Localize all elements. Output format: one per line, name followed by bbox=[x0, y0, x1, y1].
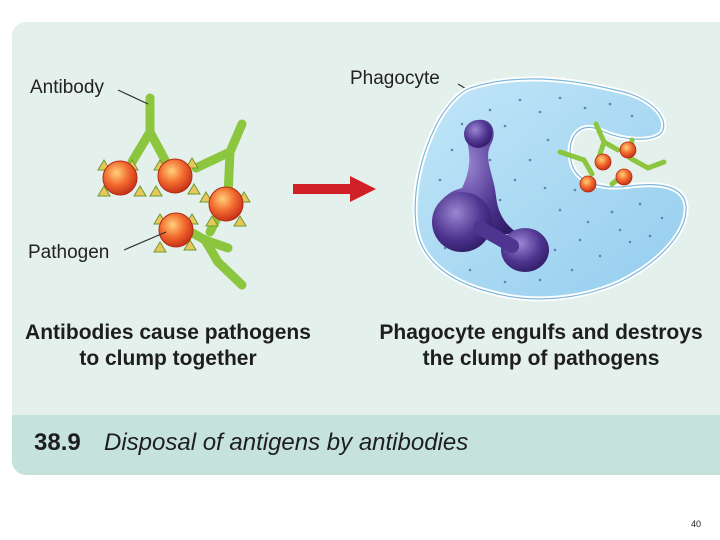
phagocyte-cell bbox=[412, 76, 689, 302]
phagocyte-label: Phagocyte bbox=[350, 68, 440, 89]
pathogen-leader-line bbox=[123, 231, 167, 251]
page-number: 40 bbox=[691, 519, 702, 529]
caption-bar bbox=[12, 415, 720, 475]
left-description-line-1: Antibodies cause pathogens bbox=[25, 321, 311, 344]
left-description: Antibodies cause pathogens to clump toge… bbox=[16, 320, 320, 372]
right-description: Phagocyte engulfs and destroys the clump… bbox=[368, 320, 714, 372]
engulfed-clump bbox=[557, 121, 667, 193]
right-description-line-2: the clump of pathogens bbox=[422, 347, 660, 370]
figure-number: 38.9 bbox=[34, 429, 81, 456]
antibody-label: Antibody bbox=[30, 77, 104, 98]
figure-title: Disposal of antigens by antibodies bbox=[104, 429, 469, 456]
phagocyte-nucleus bbox=[432, 119, 549, 272]
right-description-line-1: Phagocyte engulfs and destroys bbox=[379, 321, 703, 344]
pathogen-label: Pathogen bbox=[28, 242, 110, 263]
antibody-leader-line bbox=[117, 89, 149, 105]
pathogen bbox=[153, 212, 199, 253]
pathogen bbox=[97, 159, 147, 197]
left-description-line-2: to clump together bbox=[79, 347, 257, 370]
pathogen bbox=[199, 186, 251, 227]
pathogen-cluster-left bbox=[97, 157, 251, 253]
pathogen bbox=[149, 157, 201, 197]
process-arrow-icon bbox=[293, 176, 376, 202]
